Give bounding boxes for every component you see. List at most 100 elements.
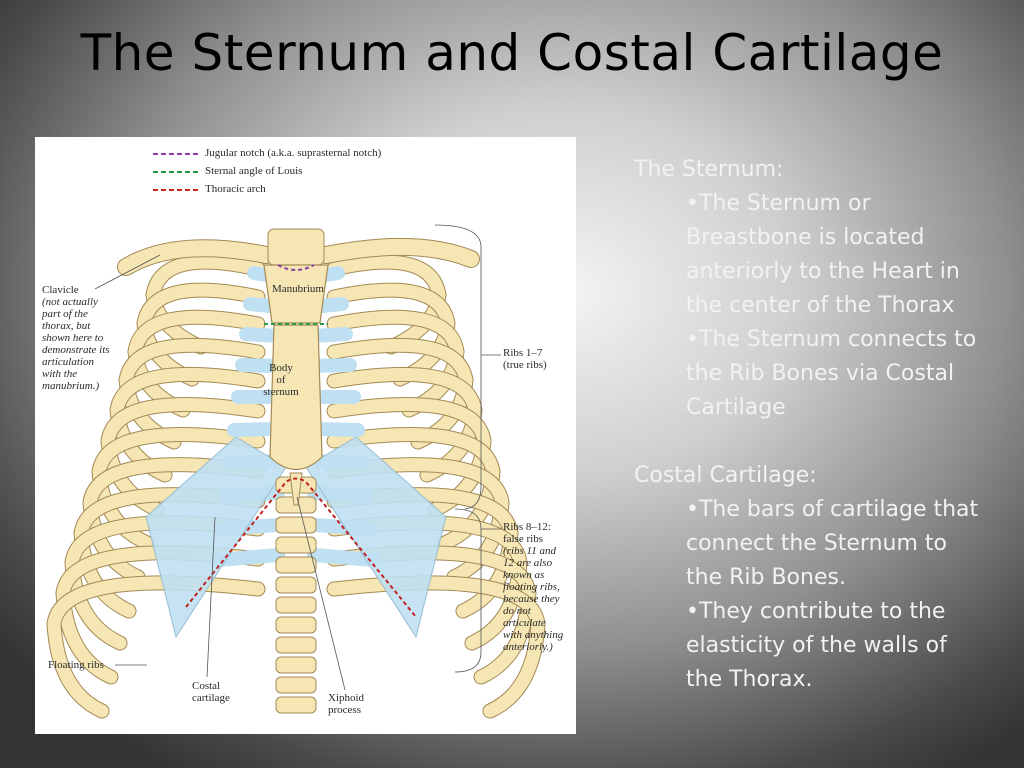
false-ribs-note-line: do not bbox=[503, 605, 531, 617]
clavicle-leader bbox=[94, 254, 161, 290]
jugular-notch-line bbox=[277, 264, 315, 271]
false-ribs-title-line: Ribs 8–12: bbox=[503, 521, 551, 533]
true-ribs-title: Ribs 1–7 bbox=[503, 347, 543, 359]
costal-cartilage-segment bbox=[307, 548, 381, 567]
costal-cartilage-segment bbox=[307, 358, 357, 373]
sternum-bullet: •The Sternum or Breastbone is located ante… bbox=[686, 187, 1004, 323]
vertebra bbox=[275, 516, 317, 534]
rib bbox=[128, 310, 265, 417]
xiphoid-process-line: process bbox=[328, 704, 361, 716]
rib bbox=[110, 367, 265, 482]
false-ribs-note-line: with anything bbox=[503, 629, 564, 641]
costal-cartilage-line: cartilage bbox=[192, 692, 230, 704]
false-ribs-bracket bbox=[454, 508, 482, 673]
rib bbox=[327, 310, 464, 417]
costal-cartilage-line: Costal bbox=[192, 680, 221, 692]
clavicle-note-line: demonstrate its bbox=[42, 344, 110, 356]
clavicle-note-line: shown here to bbox=[42, 332, 104, 344]
sternum-bullets: •The Sternum or Breastbone is located ante… bbox=[634, 187, 1004, 425]
false-ribs-note-line: floating ribs, bbox=[503, 581, 560, 593]
label-body-line: Body bbox=[269, 362, 293, 374]
text-panel: The Sternum: •The Sternum or Breastbone i… bbox=[634, 153, 1004, 697]
legend-label-jugular-notch: Jugular notch (a.k.a. suprasternal notch… bbox=[205, 147, 382, 159]
legend-label-thoracic-arch: Thoracic arch bbox=[205, 183, 266, 195]
costal-cartilage-arch bbox=[305, 436, 447, 639]
vertebra bbox=[275, 556, 317, 574]
sternum-bullet-line: Breastbone is located bbox=[686, 225, 925, 250]
costal-cartilage-segment bbox=[235, 358, 285, 373]
label-floating-ribs: Floating ribs bbox=[48, 659, 104, 671]
costal-cartilage-segment bbox=[239, 327, 285, 343]
label-body-line: sternum bbox=[263, 386, 299, 398]
true-ribs-bracket bbox=[434, 224, 482, 510]
sternum-bullet-line: the Rib Bones via Costal bbox=[686, 361, 955, 386]
vertebra bbox=[275, 536, 317, 554]
label-manubrium: Manubrium bbox=[272, 283, 324, 295]
false-ribs-note-line: because they bbox=[503, 593, 560, 605]
cartilage-bullet-line: •They contribute to the bbox=[686, 599, 946, 624]
vertebra bbox=[275, 596, 317, 614]
costal-cartilage-segment bbox=[211, 548, 285, 567]
clavicle-note-line: with the bbox=[42, 368, 78, 380]
label-body-line: of bbox=[276, 374, 286, 386]
false-ribs-note-line: articulate bbox=[503, 617, 546, 629]
cartilage-bullets: •The bars of cartilage that connect the S… bbox=[634, 493, 1004, 697]
rib bbox=[327, 367, 482, 482]
label-body-of-sternum: Body of sternum bbox=[259, 362, 303, 398]
legend-label-sternal-angle: Sternal angle of Louis bbox=[205, 165, 303, 177]
false-ribs-note-line: 12 are also bbox=[503, 557, 553, 569]
sternum-bullet: •The Sternum connects to the Rib Bones vi… bbox=[686, 323, 1004, 425]
clavicle-note-line: articulation bbox=[42, 356, 94, 368]
slide-title: The Sternum and Costal Cartilage bbox=[80, 24, 944, 82]
clavicle-note-line: (not actually bbox=[42, 296, 98, 308]
clavicle-note-line: part of the bbox=[42, 308, 88, 320]
clavicle-note-line: thorax, but bbox=[42, 320, 91, 332]
clavicle-title: Clavicle bbox=[42, 284, 79, 296]
sternum-heading: The Sternum: bbox=[634, 157, 784, 182]
cartilage-heading: Costal Cartilage: bbox=[634, 463, 817, 488]
rib-cage-illustration bbox=[46, 153, 546, 719]
vertebra bbox=[275, 576, 317, 594]
cartilage-bullet-line: the Thorax. bbox=[686, 667, 813, 692]
xiphoid-process-line: Xiphoid bbox=[328, 692, 365, 704]
costal-cartilage-arch bbox=[145, 436, 287, 639]
cartilage-bullet-line: •The bars of cartilage that bbox=[686, 497, 979, 522]
clavicle-left bbox=[118, 240, 274, 275]
vertebra bbox=[275, 676, 317, 694]
cervical-vertebra bbox=[267, 228, 325, 266]
false-ribs-note-line: anteriorly.) bbox=[503, 641, 553, 653]
cartilage-bullet-line: the Rib Bones. bbox=[686, 565, 846, 590]
rib bbox=[327, 283, 455, 386]
cartilage-bullet: •They contribute to the elasticity of the… bbox=[686, 595, 1004, 697]
costal-cartilage-leader bbox=[206, 516, 216, 678]
clavicle-note-line: manubrium.) bbox=[42, 380, 100, 392]
xiphoid-leader bbox=[296, 496, 346, 691]
vertebra bbox=[275, 616, 317, 634]
sternum-body-shape bbox=[269, 324, 323, 470]
true-ribs-note: (true ribs) bbox=[503, 359, 547, 371]
costal-cartilage-segment bbox=[307, 327, 353, 343]
cartilage-bullet-line: connect the Sternum to bbox=[686, 531, 947, 556]
clavicle-right bbox=[318, 238, 479, 267]
label-true-ribs: Ribs 1–7 (true ribs) bbox=[503, 347, 547, 371]
false-ribs-title: Ribs 8–12:false ribs bbox=[503, 521, 563, 545]
sternum-bullet-line: anteriorly to the Heart in bbox=[686, 259, 960, 284]
false-ribs-note-line: known as bbox=[503, 569, 545, 581]
sternum-bullet-line: •The Sternum connects to bbox=[686, 327, 977, 352]
rib bbox=[327, 338, 473, 449]
xiphoid-shape bbox=[289, 472, 303, 506]
sternum-bullet-line: the center of the Thorax bbox=[686, 293, 955, 318]
rib bbox=[327, 255, 446, 354]
sternum-bullet-line: •The Sternum or bbox=[686, 191, 871, 216]
false-ribs-title-line: false ribs bbox=[503, 533, 544, 545]
thoracic-arch-line bbox=[185, 477, 417, 618]
vertebra bbox=[275, 696, 317, 714]
rib bbox=[137, 283, 265, 386]
cartilage-bullet-line: elasticity of the walls of bbox=[686, 633, 947, 658]
false-ribs-note-line: (ribs 11 and bbox=[503, 545, 556, 557]
